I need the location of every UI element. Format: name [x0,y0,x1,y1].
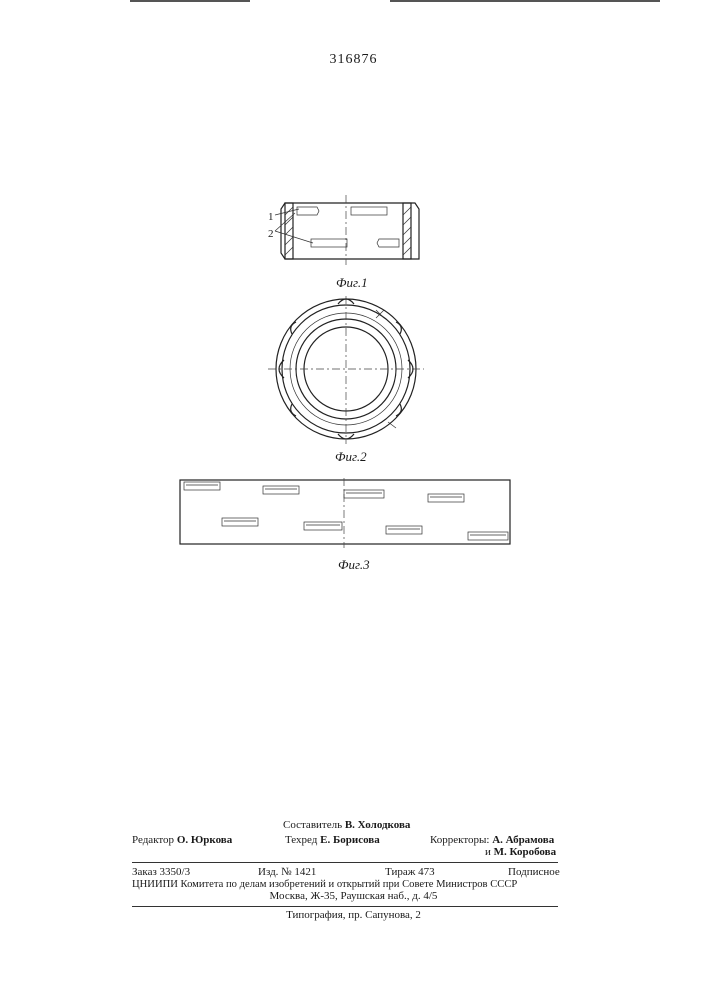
corrector-2-line: и М. Коробова [485,846,556,859]
editor-name: О. Юркова [177,834,232,846]
top-edge-line-right [390,0,660,2]
techred-line: Техред Е. Борисова [285,834,380,847]
figure-1-caption: Фиг.1 [336,275,368,291]
techred-name: Е. Борисова [320,834,380,846]
editor-label: Редактор [132,834,174,846]
corrector-2-prefix: и [485,846,491,858]
imprint-rule-top [132,862,558,863]
corrector-2-name: М. Коробова [494,846,556,858]
figure-3-caption: Фиг.3 [338,557,370,573]
compiler-line: Составитель В. Холодкова [283,819,410,832]
figure-2-drawing [268,296,428,446]
compiler-label: Составитель [283,819,342,831]
figure-1-drawing [255,195,430,265]
techred-label: Техред [285,834,317,846]
compiler-name: В. Холодкова [345,819,411,831]
callout-2: 2 [268,228,274,240]
figure-2-caption: Фиг.2 [335,449,367,465]
printer-line: Типография, пр. Сапунова, 2 [0,909,707,922]
top-edge-line-left [130,0,250,2]
patent-number: 316876 [0,52,707,68]
callout-1: 1 [268,211,274,223]
publisher-line-2: Москва, Ж-35, Раушская наб., д. 4/5 [0,890,707,903]
correctors-label: Корректоры: [430,834,489,846]
corrector-1-name: А. Абрамова [492,834,554,846]
editor-line: Редактор О. Юркова [132,834,232,847]
imprint-rule-bottom [132,906,558,907]
figure-3-drawing [178,478,513,548]
